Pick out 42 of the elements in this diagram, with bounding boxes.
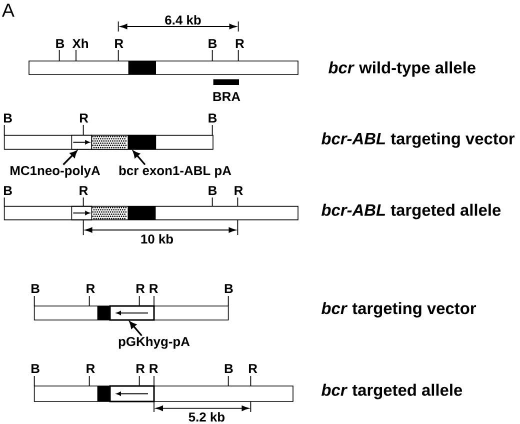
site-label: B <box>208 114 217 122</box>
site-label: B <box>4 114 12 122</box>
site-label: R <box>86 364 95 373</box>
construct-label: bcr targeted allele <box>321 384 462 400</box>
site-label: B <box>31 364 40 373</box>
site-label: R <box>86 284 95 293</box>
site-label: Xh <box>72 38 88 48</box>
site-label: R <box>234 186 243 195</box>
panel-label: A <box>2 4 14 17</box>
leader-arrow <box>132 150 146 166</box>
site-label: R <box>150 364 158 373</box>
site-label: B <box>208 186 217 195</box>
construct-label: bcr-ABL targeting vector <box>321 132 515 148</box>
dimension-label: 6.4 kb <box>165 15 201 25</box>
leader-arrow <box>62 150 78 166</box>
probe-label: BRA <box>213 92 240 101</box>
leader-arrow <box>129 321 142 336</box>
site-label: B <box>224 284 233 293</box>
dimension-label: 10 kb <box>141 234 173 244</box>
construct-label: bcr-ABL targeted allele <box>321 204 501 220</box>
construct-bar <box>28 60 298 75</box>
site-label: R <box>150 284 158 293</box>
construct-bar <box>34 386 294 402</box>
site-label: R <box>249 364 258 373</box>
site-label: R <box>136 364 145 373</box>
site-label: B <box>31 284 40 293</box>
construct-label: bcr targeting vector <box>321 302 476 318</box>
site-label: R <box>236 39 244 48</box>
construct-label: bcr wild-type allele <box>328 61 476 77</box>
site-label: B <box>56 39 64 48</box>
site-label: R <box>136 284 145 293</box>
cassette-box <box>71 134 92 150</box>
cassette-box <box>109 305 155 321</box>
part-label: bcr exon1-ABL pA <box>119 166 232 178</box>
site-label: B <box>208 39 217 48</box>
part-label: MC1neo-polyA <box>10 166 100 178</box>
site-label: B <box>224 364 233 373</box>
site-label: R <box>80 186 88 195</box>
site-label: B <box>4 186 12 195</box>
part-label: pGKhyg-pA <box>118 336 190 349</box>
site-label: R <box>80 114 88 122</box>
site-label: R <box>115 39 124 48</box>
